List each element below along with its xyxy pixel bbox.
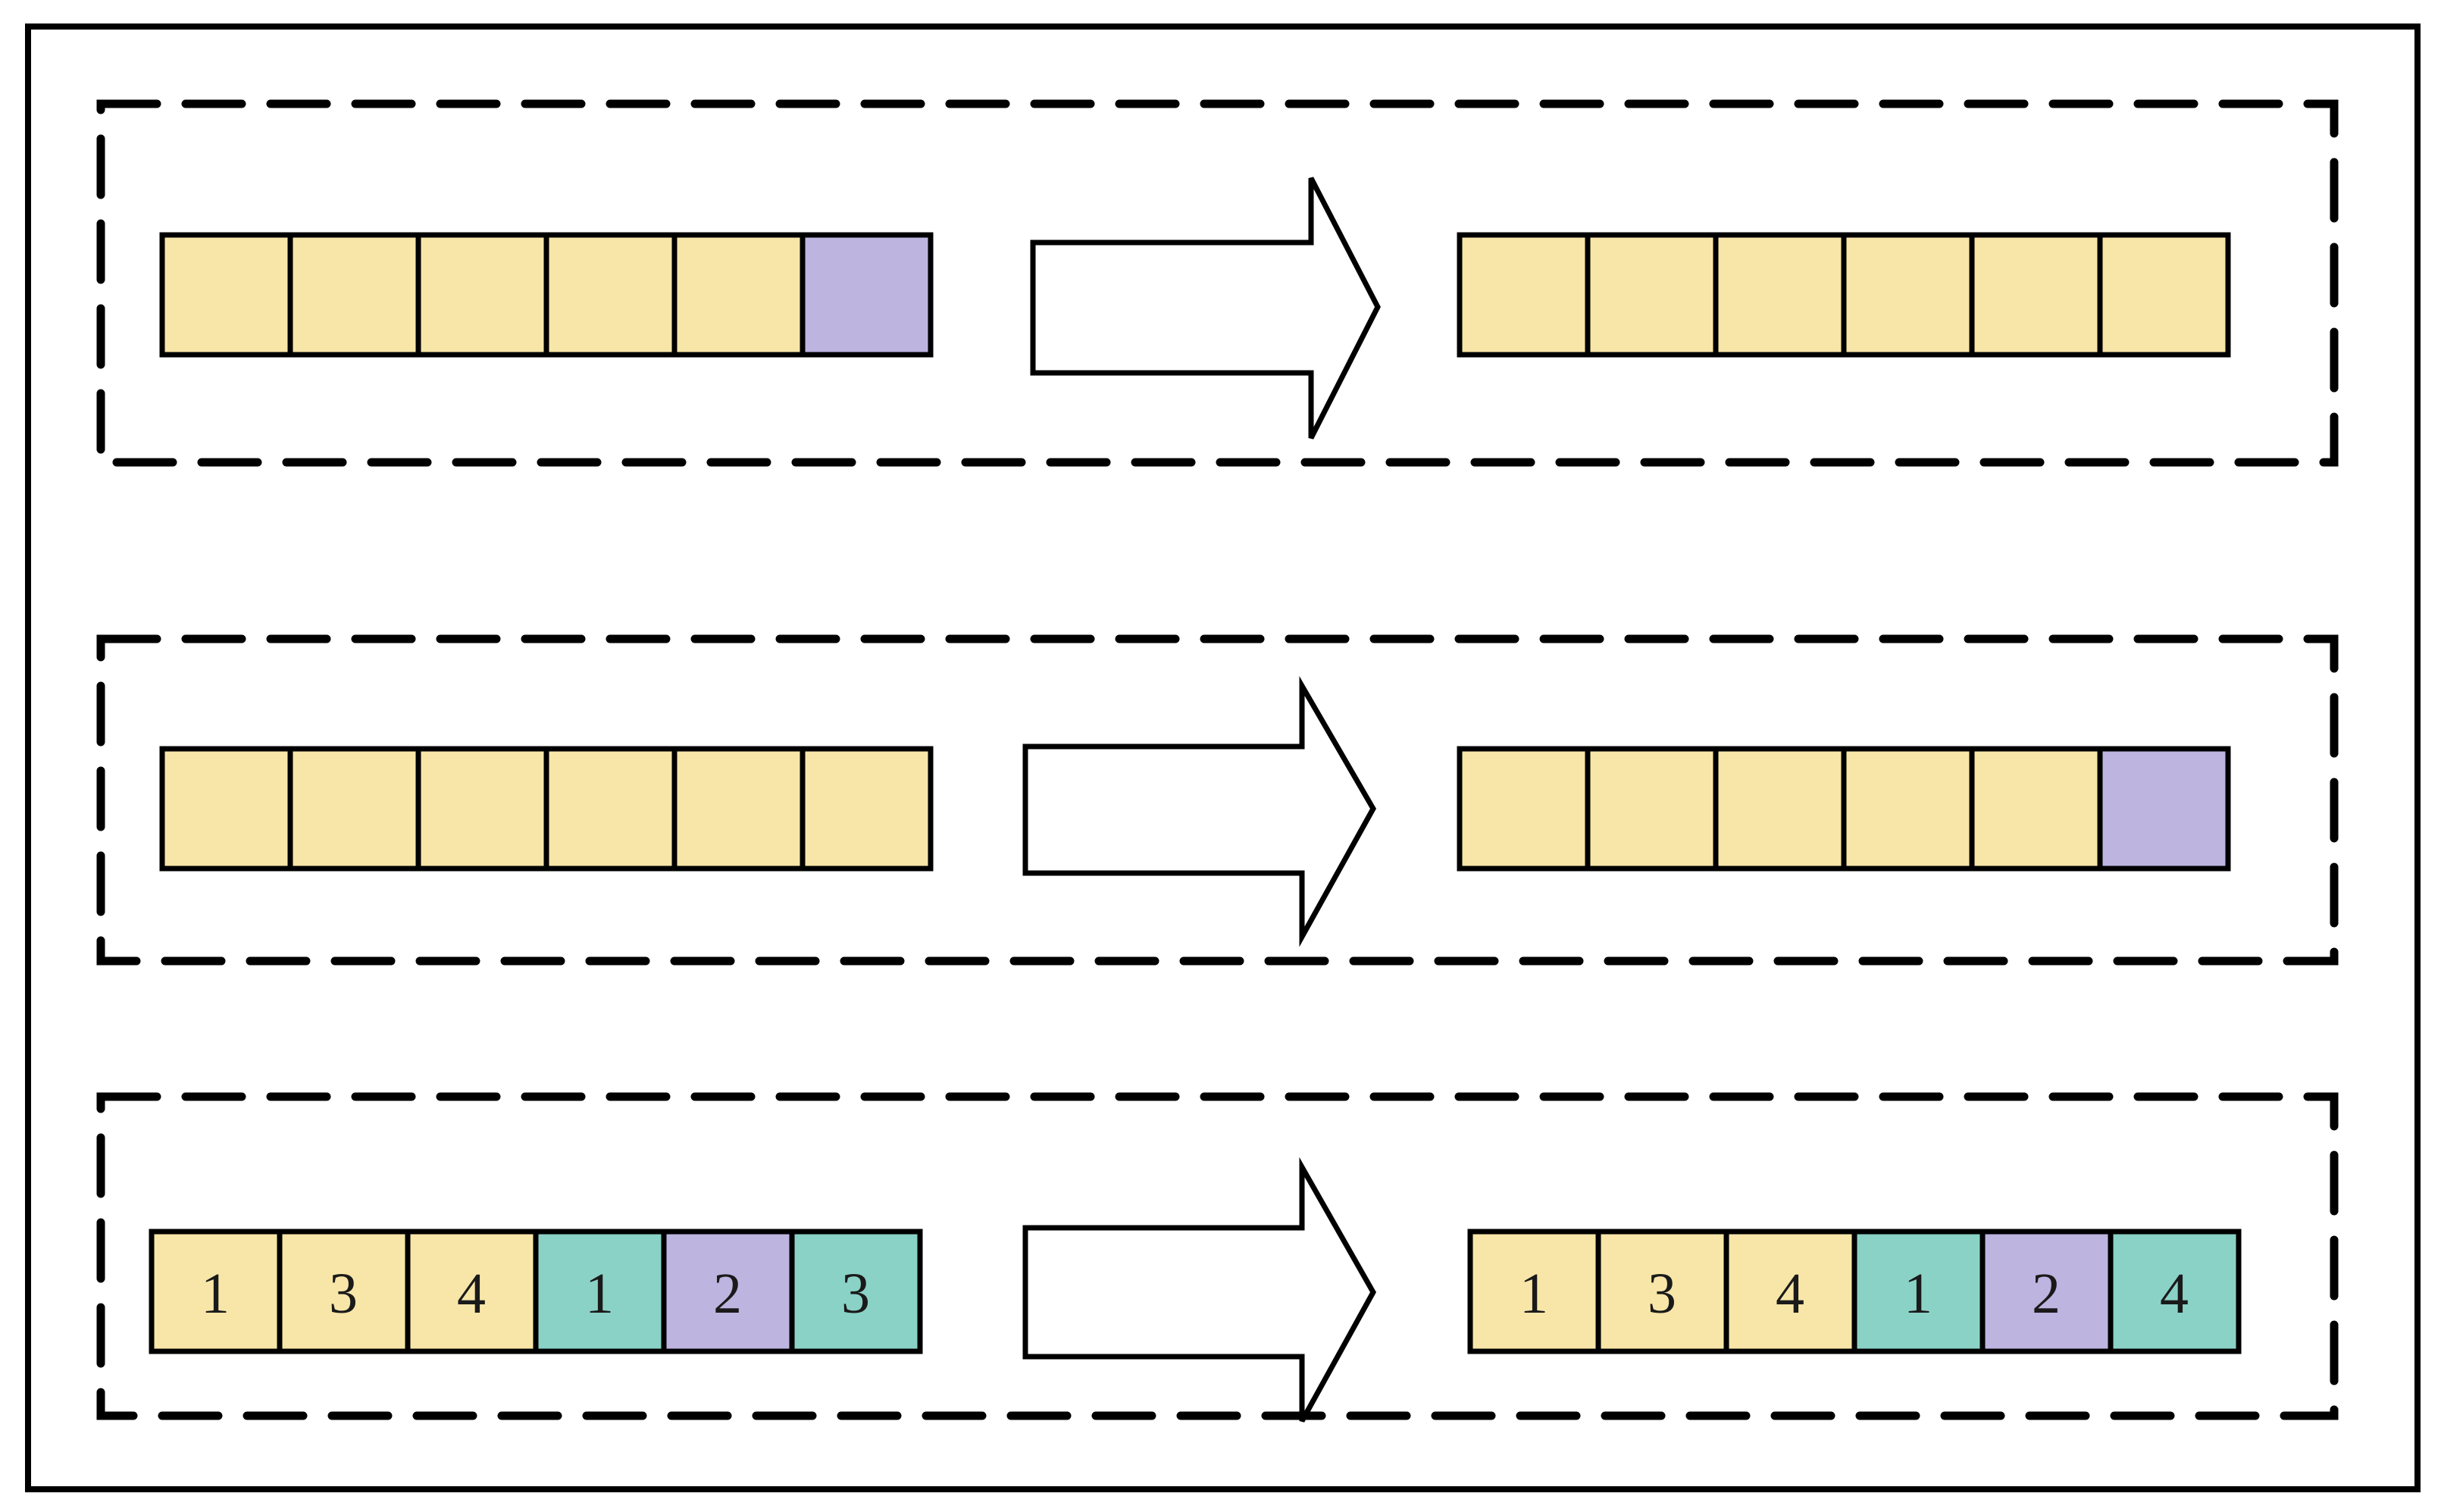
cell[interactable] (2097, 232, 2231, 358)
panel-2-array-before (159, 746, 934, 872)
cell-label: 1 (585, 1262, 614, 1326)
dashed-panel-1 (96, 99, 2339, 467)
cell[interactable] (287, 232, 421, 358)
cell[interactable] (415, 232, 549, 358)
cell[interactable] (671, 232, 806, 358)
panel-3-array-before: 1 3 4 1 2 3 (149, 1229, 923, 1354)
cell[interactable] (1969, 232, 2103, 358)
arrow-right-icon (1022, 1157, 1377, 1423)
panel-3-array-after: 1 3 4 1 2 4 (1467, 1229, 2242, 1354)
cell[interactable] (800, 232, 934, 358)
outer-frame (25, 23, 2421, 1492)
cell[interactable] (149, 1229, 283, 1354)
cell[interactable] (1457, 746, 1591, 872)
panel-2 (159, 675, 2231, 947)
cell[interactable] (1457, 232, 1591, 358)
panel-1 (159, 177, 2231, 440)
cell-label: 4 (457, 1262, 486, 1326)
cell-label: 1 (1904, 1262, 1932, 1326)
panel-3: 1 3 4 1 2 3 1 3 4 1 2 4 (149, 1157, 2242, 1423)
cell[interactable] (1595, 1229, 1729, 1354)
cell[interactable] (671, 746, 806, 872)
cell[interactable] (1713, 746, 1847, 872)
dashed-panel-2 (96, 634, 2339, 966)
cell-label: 1 (1519, 1262, 1548, 1326)
cell-label: 3 (841, 1262, 870, 1326)
dashed-panel-3 (96, 1092, 2339, 1420)
cell[interactable] (287, 746, 421, 872)
cell[interactable] (543, 232, 678, 358)
cell-label: 2 (713, 1262, 742, 1326)
cell[interactable] (415, 746, 549, 872)
cell-label: 2 (2032, 1262, 2061, 1326)
arrow-right-icon (1022, 675, 1377, 947)
cell[interactable] (159, 232, 293, 358)
cell[interactable] (2108, 1229, 2242, 1354)
cell[interactable] (2097, 746, 2231, 872)
panel-1-array-before (159, 232, 934, 358)
panel-2-array-after (1457, 746, 2231, 872)
cell[interactable] (800, 746, 934, 872)
cell-label: 4 (2160, 1262, 2189, 1326)
panel-1-array-after (1457, 232, 2231, 358)
cell[interactable] (159, 746, 293, 872)
cell[interactable] (1969, 746, 2103, 872)
cell-label: 3 (329, 1262, 358, 1326)
cell[interactable] (277, 1229, 411, 1354)
cell[interactable] (1585, 232, 1719, 358)
cell-label: 3 (1648, 1262, 1676, 1326)
cell[interactable] (1713, 232, 1847, 358)
cell[interactable] (543, 746, 678, 872)
cell[interactable] (789, 1229, 923, 1354)
cell[interactable] (1851, 1229, 1986, 1354)
arrow-right-icon (1030, 177, 1381, 440)
cell[interactable] (1841, 232, 1975, 358)
cell-label: 4 (1776, 1262, 1804, 1326)
cell-label: 1 (201, 1262, 230, 1326)
cell[interactable] (1841, 746, 1975, 872)
cell[interactable] (1585, 746, 1719, 872)
